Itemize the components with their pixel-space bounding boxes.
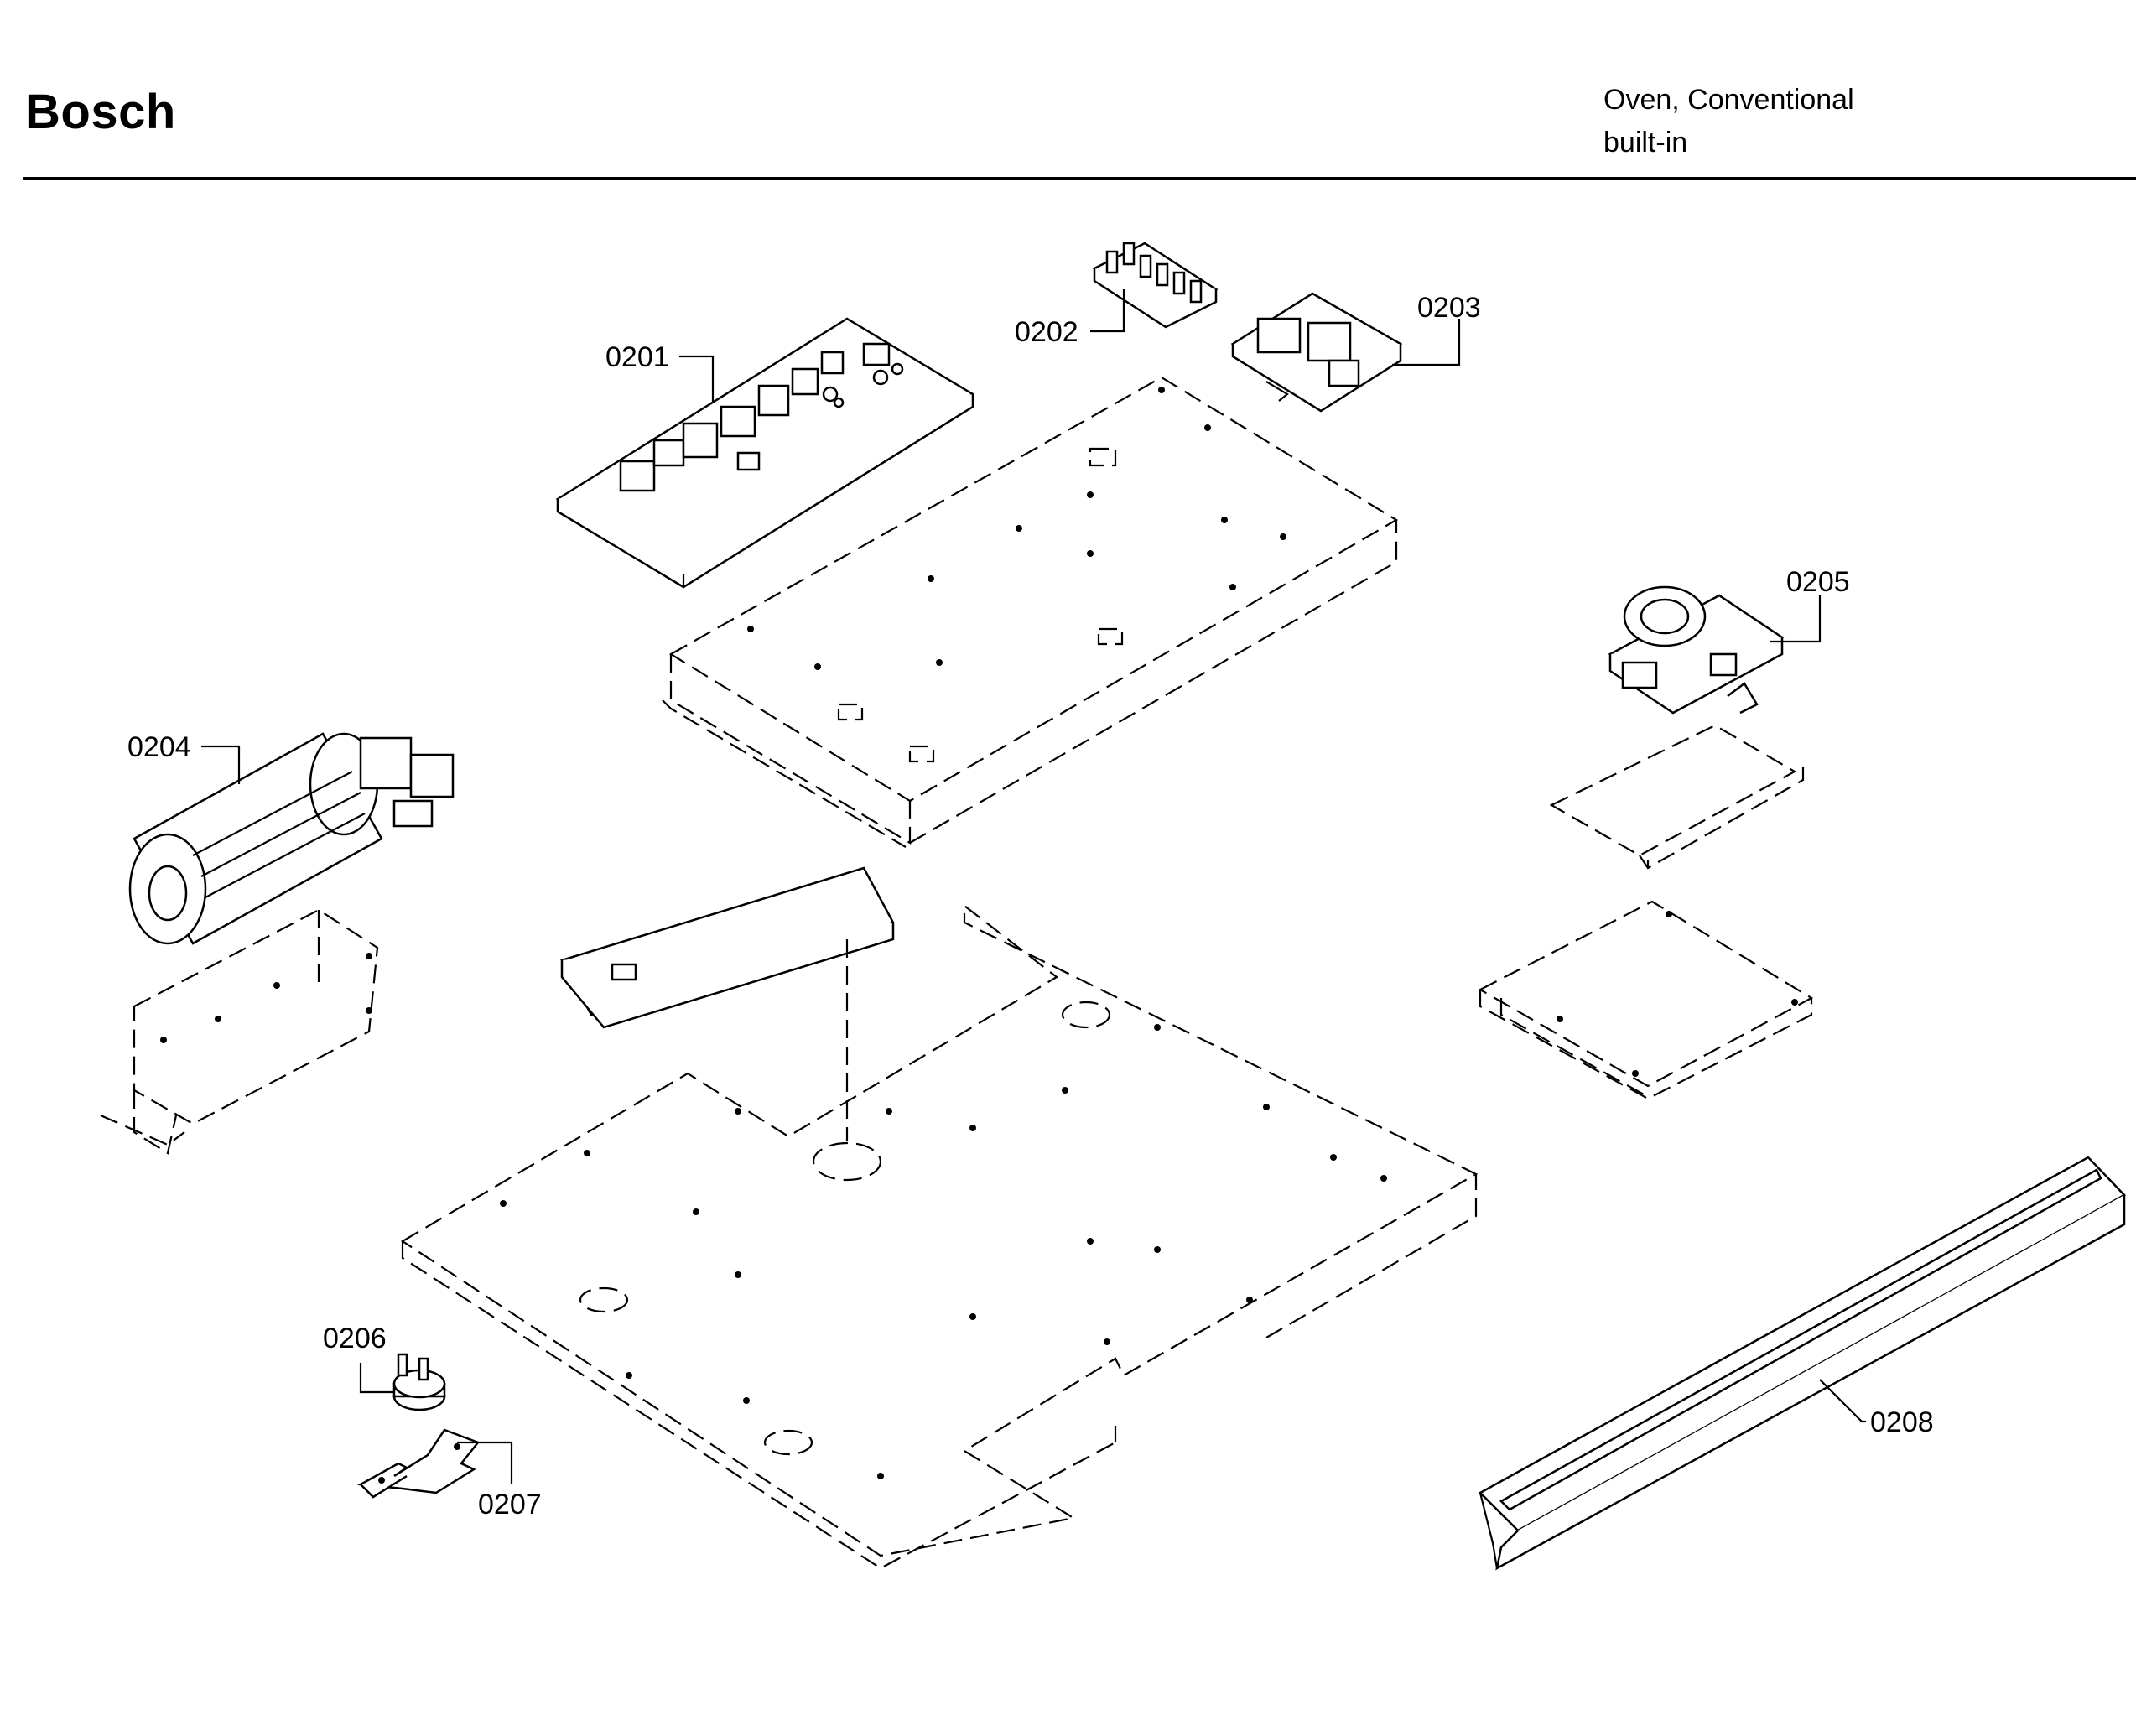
part-label-0205: 0205 bbox=[1786, 566, 1850, 598]
lock-bracket-upper bbox=[1549, 724, 1805, 870]
part-label-0208: 0208 bbox=[1870, 1406, 1934, 1438]
part-0207-thermostat-bracket[interactable] bbox=[356, 1428, 481, 1499]
callout-0202: 0202 bbox=[1015, 289, 1125, 348]
part-0206-thermal-switch[interactable] bbox=[392, 1353, 446, 1411]
callout-0206: 0206 bbox=[323, 1323, 394, 1394]
part-label-0206: 0206 bbox=[323, 1323, 387, 1354]
callout-0205: 0205 bbox=[1770, 566, 1850, 643]
lower-base-plate bbox=[400, 903, 1479, 1570]
callout-0207: 0207 bbox=[457, 1441, 542, 1520]
part-label-0203: 0203 bbox=[1417, 292, 1481, 324]
part-0202-terminal-block[interactable] bbox=[1092, 242, 1219, 329]
part-0204-cooling-fan[interactable] bbox=[128, 732, 455, 945]
part-0201-control-board[interactable] bbox=[555, 317, 975, 589]
lock-bracket-tray bbox=[1478, 900, 1814, 1100]
header-divider bbox=[23, 177, 2136, 180]
part-0203-relay-housing[interactable] bbox=[1230, 292, 1403, 413]
part-label-0201: 0201 bbox=[605, 341, 669, 373]
brand-name: Bosch bbox=[25, 85, 176, 139]
part-label-0207: 0207 bbox=[478, 1489, 542, 1520]
part-0205-door-lock-motor[interactable] bbox=[1608, 585, 1785, 715]
product-subtype: built-in bbox=[1603, 127, 1688, 159]
part-0208-trim-strip[interactable] bbox=[1478, 1156, 2127, 1571]
callout-0203: 0203 bbox=[1392, 292, 1481, 366]
cover-beam bbox=[560, 866, 895, 1141]
callout-0204: 0204 bbox=[127, 731, 241, 784]
callout-0208: 0208 bbox=[1819, 1379, 1934, 1438]
fan-mounting-bracket bbox=[100, 908, 379, 1155]
part-label-0202: 0202 bbox=[1015, 316, 1078, 348]
callout-0201: 0201 bbox=[605, 341, 715, 403]
product-type: Oven, Conventional bbox=[1603, 84, 1854, 116]
part-label-0204: 0204 bbox=[127, 731, 191, 763]
upper-mounting-plate bbox=[662, 376, 1399, 848]
